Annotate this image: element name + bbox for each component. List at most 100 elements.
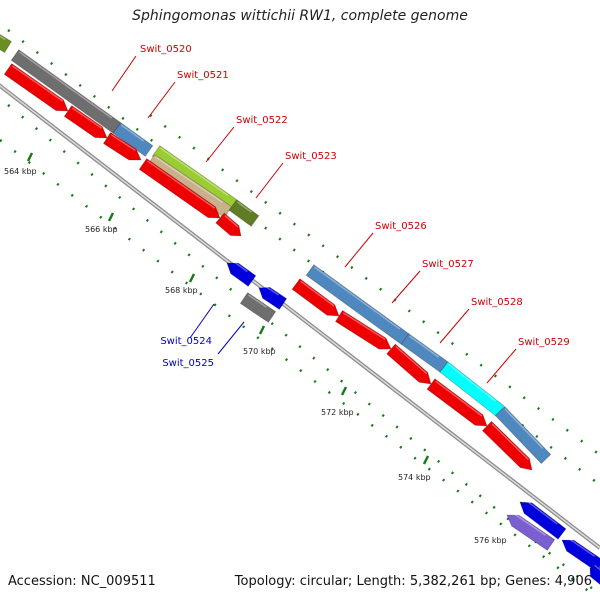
- topology-value: circular: [299, 574, 348, 589]
- gene-arrow-red-10[interactable]: [481, 420, 536, 474]
- gene-arrow-purple-body: [506, 514, 556, 551]
- gene-arrow-blue-bottom-2[interactable]: [558, 535, 600, 572]
- gene-block-cyan-0528-highlight: [448, 363, 496, 402]
- gene-arrow-red-5-body: [215, 212, 242, 237]
- kbp-tick: [107, 212, 115, 222]
- gene-label-swit_0520[interactable]: Swit_0520: [140, 44, 192, 55]
- gene-block-olive-0523[interactable]: [228, 199, 260, 227]
- gene-arrow-blue-0524a[interactable]: [223, 258, 257, 287]
- gene-block-olive-0523-body: [228, 199, 260, 227]
- gene-label-swit_0525[interactable]: Swit_0525: [162, 358, 214, 369]
- gene-arrow-red-6[interactable]: [291, 278, 343, 321]
- gene-label-swit_0529[interactable]: Swit_0529: [518, 337, 570, 348]
- gene-block-grey-0520-highlight: [19, 51, 113, 119]
- gene-label-swit_0522[interactable]: Swit_0522: [236, 115, 288, 126]
- gene-arrow-blue-bottom-2-body: [561, 539, 600, 572]
- gene-block-grey-0520-body: [10, 49, 122, 134]
- gene-block-olive-edge-body: [0, 29, 12, 54]
- genes-value: 4,906: [554, 574, 592, 589]
- genome-summary: Topology: circular; Length: 5,382,261 bp…: [234, 574, 592, 589]
- gene-label-swit_0523[interactable]: Swit_0523: [285, 151, 337, 162]
- gene-arrow-red-3-highlight: [110, 134, 136, 151]
- gene-arrow-red-6-body: [291, 278, 340, 317]
- gene-block-grey-0520[interactable]: [10, 49, 122, 134]
- gene-arrow-red-5[interactable]: [215, 212, 245, 241]
- gene-arrow-red-9-highlight: [435, 380, 483, 417]
- gene-block-blue-0526-body: [305, 264, 410, 345]
- gene-arrow-red-9-body: [426, 378, 488, 427]
- gene-arrow-red-6-highlight: [300, 280, 335, 307]
- gene-arrow-red-9[interactable]: [426, 378, 491, 431]
- gene-arrow-red-2[interactable]: [63, 105, 110, 144]
- gene-features: [0, 29, 600, 586]
- gene-block-grey-0525[interactable]: [239, 292, 277, 323]
- gene-label-swit_0524[interactable]: Swit_0524: [160, 336, 212, 347]
- kbp-label: 568 kbp: [165, 286, 198, 295]
- gene-arrow-blue-bottom-1-body: [519, 501, 567, 540]
- gene-arrow-red-8[interactable]: [386, 343, 436, 389]
- topology-label: Topology:: [234, 574, 296, 589]
- gene-arrow-red-10-highlight: [491, 423, 529, 460]
- gene-label-swit_0527[interactable]: Swit_0527: [422, 259, 474, 270]
- gene-arrow-red-2-body: [63, 105, 108, 139]
- map-title: Sphingomonas wittichii RW1, complete gen…: [132, 8, 468, 24]
- gene-arrow-blue-bottom-1[interactable]: [516, 497, 567, 540]
- gene-arrow-red-8-highlight: [395, 345, 428, 375]
- kbp-label: 572 kbp: [321, 408, 354, 417]
- accession-info: Accession: NC_009511: [8, 574, 156, 589]
- gene-label-swit_0526[interactable]: Swit_0526: [375, 221, 427, 232]
- kbp-tick: [188, 273, 196, 283]
- gene-label-swit_0521[interactable]: Swit_0521: [177, 70, 229, 81]
- gene-arrow-red-1[interactable]: [3, 63, 71, 117]
- gene-arrow-red-1-highlight: [12, 65, 64, 102]
- gene-label-swit_0528[interactable]: Swit_0528: [471, 297, 523, 308]
- gene-block-olive-edge[interactable]: [0, 29, 12, 54]
- kbp-tick-marks: [26, 152, 520, 525]
- accession-value: NC_009511: [80, 574, 156, 589]
- gene-arrow-red-1-body: [3, 63, 69, 112]
- gene-arrow-blue-0524b[interactable]: [255, 283, 288, 310]
- kbp-label: 566 kbp: [85, 225, 118, 234]
- leader-swit_0526: [344, 232, 374, 268]
- gene-block-grey-0525-highlight: [248, 294, 267, 308]
- gene-arrow-red-10-body: [481, 420, 533, 471]
- gene-arrow-blue-0524b-body: [258, 286, 288, 310]
- leader-swit_0528: [439, 308, 470, 344]
- gene-block-blue-0526[interactable]: [305, 264, 410, 345]
- length-value: 5,382,261 bp: [409, 574, 497, 589]
- gene-block-blue-0529[interactable]: [494, 405, 552, 465]
- guide-dot-line: [149, 114, 600, 456]
- gene-arrow-red-3[interactable]: [102, 131, 144, 166]
- gene-block-olive-edge-highlight: [0, 32, 6, 41]
- guide-dot-line: [0, 139, 600, 600]
- gene-block-blue-0521-body: [112, 122, 154, 157]
- gene-arrow-blue-bottom-3-highlight: [594, 564, 600, 574]
- gene-arrow-red-7-body: [334, 309, 392, 350]
- gene-arrow-blue-bottom-2-highlight: [566, 536, 595, 557]
- gene-arrow-red-4-highlight: [147, 160, 216, 209]
- dotted-guide-lines: [0, 29, 600, 600]
- gene-arrow-blue-0524b-highlight: [263, 284, 279, 296]
- kbp-tick: [340, 386, 348, 396]
- kbp-label: 564 kbp: [4, 167, 37, 176]
- kbp-label: 576 kbp: [474, 536, 507, 545]
- leader-swit_0525: [217, 321, 245, 355]
- gene-block-olive-0523-highlight: [237, 201, 252, 213]
- gene-arrow-red-2-highlight: [72, 107, 103, 129]
- gene-arrow-red-5-highlight: [224, 214, 239, 228]
- accession-label: Accession:: [8, 574, 77, 589]
- gene-arrow-red-7-highlight: [342, 312, 386, 341]
- gene-labels: Swit_0520Swit_0521Swit_0522Swit_0523Swit…: [140, 44, 570, 369]
- gene-arrow-red-4[interactable]: [138, 158, 223, 224]
- gene-arrow-red-7[interactable]: [334, 309, 395, 355]
- gene-arrow-blue-bottom-1-highlight: [524, 498, 558, 525]
- gene-arrow-blue-0524a-highlight: [231, 259, 248, 273]
- length-label: Length:: [356, 574, 406, 589]
- leader-swit_0529: [486, 348, 517, 384]
- kbp-label: 574 kbp: [398, 473, 431, 482]
- gene-block-lightgreen-0522-highlight: [160, 147, 229, 196]
- gene-block-blue-0521[interactable]: [112, 122, 154, 157]
- gene-arrow-purple[interactable]: [503, 510, 556, 551]
